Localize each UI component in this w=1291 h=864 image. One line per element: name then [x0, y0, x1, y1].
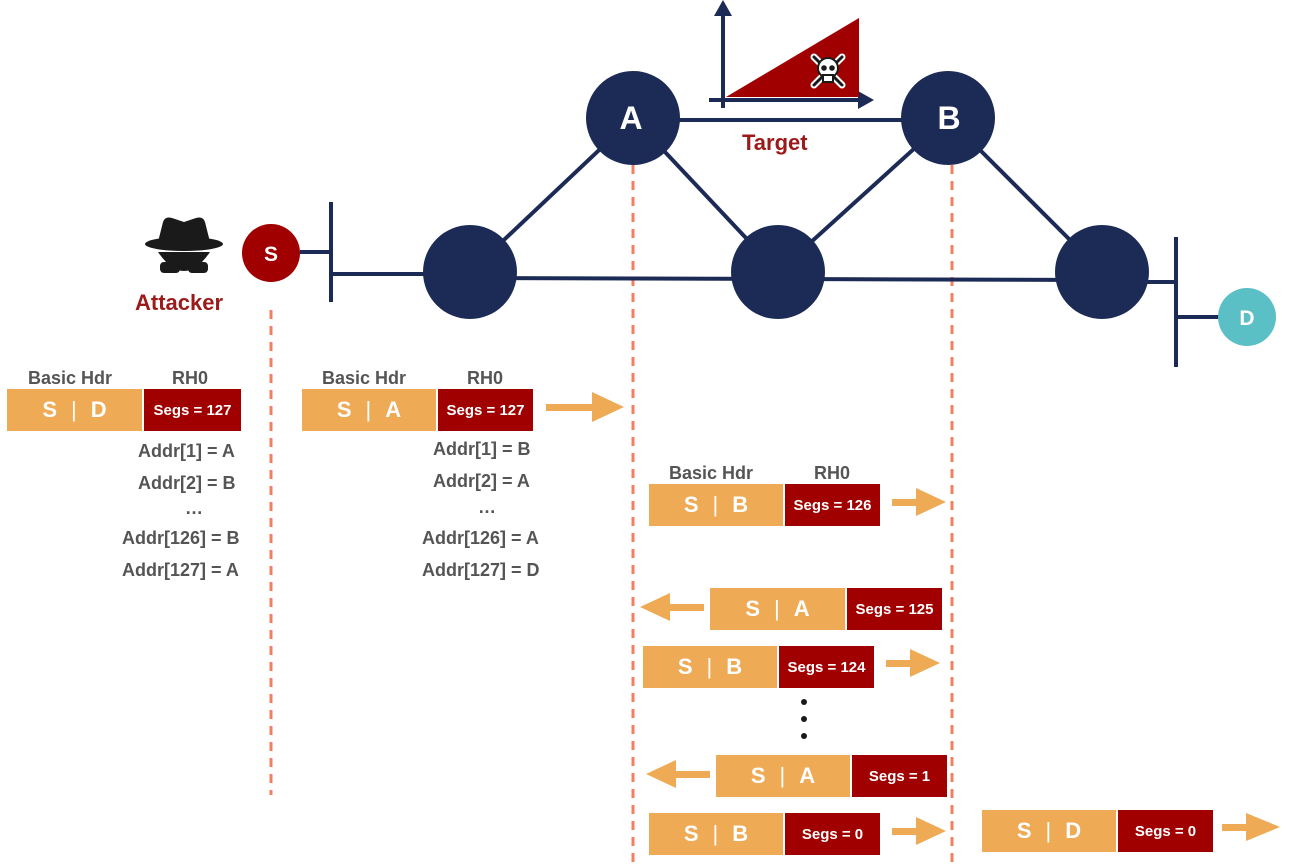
packet-separator: |	[71, 397, 77, 422]
basic-header: S | B	[643, 646, 777, 688]
node-d-label: D	[1239, 307, 1254, 330]
packet-6: S | A Segs = 1	[716, 755, 947, 797]
packet-src: S	[745, 596, 761, 621]
packet-src: S	[1016, 818, 1032, 843]
rh0-label-1: RH0	[172, 368, 209, 388]
rh0-label-3: RH0	[814, 463, 851, 483]
packet-2: S | A Segs = 127	[302, 389, 533, 431]
basic-hdr-label-1: Basic Hdr	[28, 368, 113, 388]
basic-header: S | A	[710, 588, 845, 630]
node-s	[242, 224, 300, 282]
routing-header: Segs = 127	[142, 389, 241, 431]
addr-middle-1: Addr[1] = B	[433, 439, 531, 459]
addr-left-126: Addr[126] = B	[122, 528, 240, 548]
node-b	[901, 71, 995, 165]
addr-left-127: Addr[127] = A	[122, 560, 239, 580]
packet-separator: |	[774, 596, 780, 621]
packet-src: S	[336, 397, 352, 422]
basic-header: S | A	[716, 755, 850, 797]
routing-header: Segs = 1	[850, 755, 947, 797]
routing-header: Segs = 124	[777, 646, 874, 688]
attacker-label: Attacker	[135, 290, 224, 315]
basic-header: S | D	[982, 810, 1116, 852]
packet-1: S | D Segs = 127	[7, 389, 241, 431]
hacker-icon	[145, 217, 223, 273]
packet-src: S	[42, 397, 58, 422]
packet-separator: |	[712, 821, 719, 846]
packet-3: S | B Segs = 126	[649, 484, 880, 526]
packet-src: S	[677, 654, 693, 679]
node-a-label: A	[619, 100, 642, 136]
arrows	[546, 392, 1280, 845]
packet-separator: |	[706, 654, 713, 679]
addr-left-2: Addr[2] = B	[138, 473, 236, 493]
packet-dst: D	[1065, 818, 1082, 843]
node-d	[1218, 288, 1276, 346]
packet-dst: B	[726, 654, 743, 679]
target-label: Target	[742, 130, 808, 155]
packet-dst: B	[732, 492, 749, 517]
skull-crossbones-icon	[810, 53, 846, 89]
addr-middle-2: Addr[2] = A	[433, 471, 530, 491]
continuation-dots	[801, 699, 807, 739]
addr-middle-127: Addr[127] = D	[422, 560, 540, 580]
arrow-right-3	[886, 649, 940, 677]
node-a	[586, 71, 680, 165]
addr-middle-126: Addr[126] = A	[422, 528, 539, 548]
arrow-left-2	[646, 760, 710, 788]
node-b-label: B	[937, 100, 960, 136]
network-nodes: A B S D	[242, 71, 1276, 346]
node-right	[1055, 225, 1149, 319]
rh0-label-2: RH0	[467, 368, 504, 388]
packet-separator: |	[712, 492, 719, 517]
addr-left-ellipsis: …	[185, 498, 203, 518]
routing-header: Segs = 125	[845, 588, 942, 630]
packet-separator: |	[365, 397, 372, 422]
arrow-right-5	[1222, 813, 1280, 841]
packet-src: S	[683, 492, 699, 517]
basic-header: S | B	[649, 484, 783, 526]
packet-separator: |	[779, 763, 786, 788]
packet-5: S | B Segs = 124	[643, 646, 874, 688]
packet-dst: A	[793, 596, 810, 621]
packet-8: S | D Segs = 0	[982, 810, 1213, 852]
basic-hdr-label-3: Basic Hdr	[669, 463, 754, 483]
packet-dst: D	[90, 397, 107, 422]
addr-middle-ellipsis: …	[478, 497, 496, 517]
packet-dst: A	[799, 763, 816, 788]
node-left	[423, 225, 517, 319]
packet-separator: |	[1045, 818, 1052, 843]
routing-header: Segs = 127	[436, 389, 533, 431]
basic-header: S | B	[649, 813, 783, 855]
packet-src: S	[683, 821, 699, 846]
arrow-left-1	[640, 593, 704, 621]
basic-hdr-label-2: Basic Hdr	[322, 368, 407, 388]
arrow-right-1	[546, 392, 624, 422]
arrow-right-2	[892, 488, 946, 516]
addr-left-1: Addr[1] = A	[138, 441, 235, 461]
packet-src: S	[750, 763, 766, 788]
routing-header: Segs = 126	[783, 484, 880, 526]
packet-dst: A	[385, 397, 402, 422]
routing-header: Segs = 0	[783, 813, 880, 855]
target-graph-icon	[709, 0, 874, 109]
packet-4: S | A Segs = 125	[710, 588, 942, 630]
basic-header: S | D	[7, 389, 142, 431]
node-middle	[731, 225, 825, 319]
node-s-label: S	[264, 243, 278, 266]
basic-header: S | A	[302, 389, 436, 431]
packet-dst: B	[732, 821, 749, 846]
packet-7: S | B Segs = 0	[649, 813, 880, 855]
arrow-right-4	[892, 817, 946, 845]
routing-header: Segs = 0	[1116, 810, 1213, 852]
